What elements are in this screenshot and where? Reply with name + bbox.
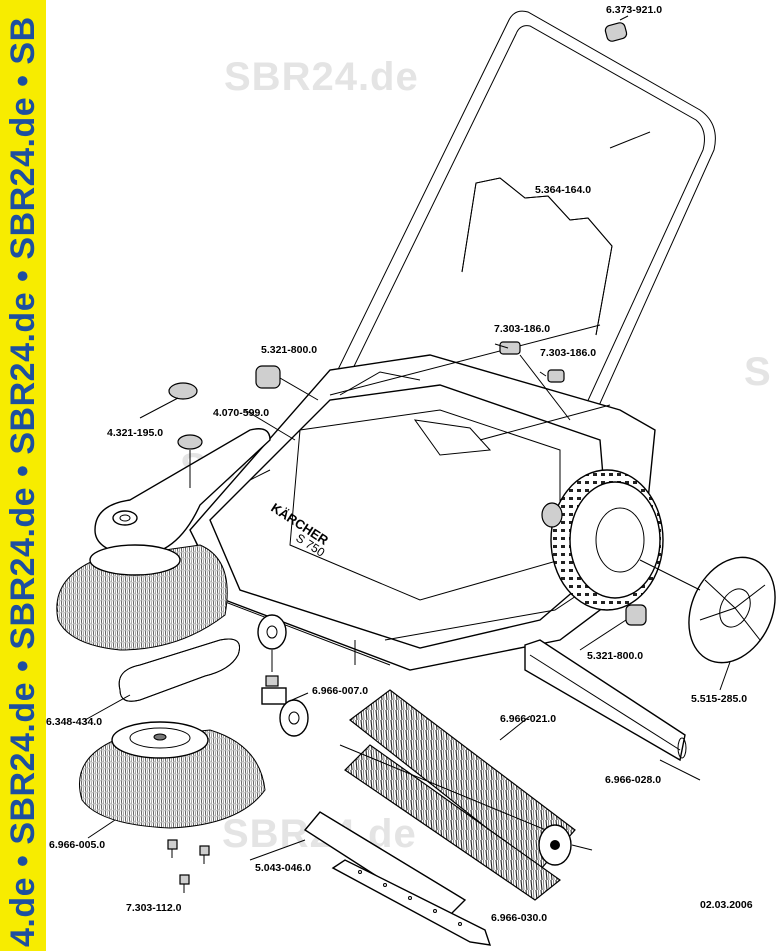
part-label-handle-cap: 6.373-921.0 bbox=[606, 4, 663, 16]
adjusting-knob bbox=[139, 382, 203, 488]
push-handle bbox=[327, 10, 716, 511]
part-label-castor: 6.966-007.0 bbox=[312, 685, 369, 697]
part-label-lip: 6.966-028.0 bbox=[605, 774, 662, 786]
drawing-date: 02.03.2006 bbox=[700, 899, 753, 911]
part-label-screw-a: 7.303-186.0 bbox=[494, 323, 551, 335]
side-brush-mounted bbox=[56, 544, 228, 651]
watermark-top: SBR24.de bbox=[224, 55, 419, 99]
part-label-hubcap: 5.515-285.0 bbox=[691, 693, 748, 705]
part-label-knob: 4.321-195.0 bbox=[107, 427, 164, 439]
part-label-screws-small: 7.303-112.0 bbox=[126, 902, 182, 914]
part-label-flap: 5.043-046.0 bbox=[255, 862, 312, 874]
watermark-right: S bbox=[744, 350, 772, 394]
wheel bbox=[541, 469, 664, 611]
leader-lines bbox=[84, 409, 731, 861]
part-label-belt: 6.348-434.0 bbox=[46, 716, 103, 728]
side-brush-spare bbox=[78, 721, 266, 829]
mounting-strip bbox=[331, 859, 492, 946]
wheel-nut bbox=[625, 604, 647, 626]
part-label-nut-wheel: 5.321-800.0 bbox=[587, 650, 644, 662]
top-nut bbox=[255, 365, 319, 401]
roller-brush bbox=[339, 689, 593, 901]
handle-cap-part bbox=[604, 15, 629, 42]
watermark-sidebar: 4.de • SBR24.de • SBR24.de • SBR24.de • … bbox=[0, 0, 46, 951]
part-label-strip: 6.966-030.0 bbox=[491, 912, 548, 924]
part-label-roller-brush: 6.966-021.0 bbox=[500, 713, 557, 725]
part-label-housing: 4.070-599.0 bbox=[213, 407, 270, 419]
part-label-side-brush: 6.966-005.0 bbox=[49, 839, 106, 851]
castor-wheel bbox=[257, 614, 309, 737]
part-label-screw-b: 7.303-186.0 bbox=[540, 347, 597, 359]
bracket-wire bbox=[461, 177, 613, 336]
hubcap bbox=[639, 556, 776, 664]
rubber-lip bbox=[524, 639, 687, 762]
handle-screws bbox=[494, 341, 571, 421]
part-label-nut-top: 5.321-800.0 bbox=[261, 344, 318, 356]
part-label-bracket: 5.364-164.0 bbox=[535, 184, 592, 196]
small-screws bbox=[167, 839, 210, 893]
